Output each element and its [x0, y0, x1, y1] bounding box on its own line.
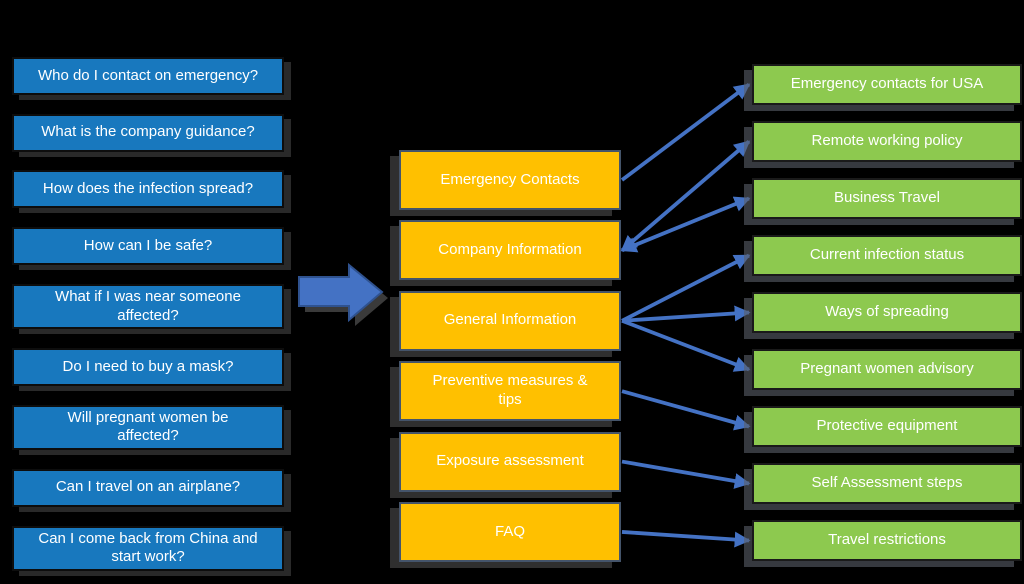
connector-arrow: [621, 253, 751, 323]
category-box: General Information: [399, 290, 621, 351]
flow-arrow-icon: [298, 262, 388, 326]
topic-box: Current infection status: [752, 235, 1022, 276]
connector-arrow: [621, 389, 751, 431]
question-box: How does the infection spread?: [12, 170, 284, 209]
question-box: Can I come back from China and start wor…: [12, 525, 284, 571]
topic-box: Self Assessment steps: [752, 463, 1022, 504]
topic-box-label: Emergency contacts for USA: [790, 75, 984, 93]
question-box: Do I need to buy a mask?: [12, 347, 284, 386]
question-box: Will pregnant women be affected?: [12, 404, 284, 451]
question-box: What is the company guidance?: [12, 113, 284, 152]
topic-box: Protective equipment: [752, 406, 1022, 447]
topic-box-label: Remote working policy: [811, 132, 963, 150]
connector-arrow: [621, 319, 751, 372]
category-box-label: Company Information: [438, 241, 582, 259]
category-box-label: Preventive measures & tips: [432, 372, 588, 409]
topics-column: Emergency contacts for USA Remote working…: [752, 64, 1022, 561]
question-box-label: What if I was near someone affected?: [55, 287, 241, 324]
topic-box-label: Ways of spreading: [825, 303, 949, 321]
question-box-label: What is the company guidance?: [41, 123, 255, 141]
topic-box-label: Self Assessment steps: [811, 474, 963, 492]
question-box: What if I was near someone affected?: [12, 283, 284, 330]
category-box-label: Emergency Contacts: [440, 170, 580, 188]
question-box-label: Can I travel on an airplane?: [55, 478, 241, 496]
topic-box: Travel restrictions: [752, 520, 1022, 561]
topic-box-label: Business Travel: [834, 189, 940, 207]
category-box: FAQ: [399, 501, 621, 562]
connector-arrow: [620, 140, 751, 252]
questions-column: Who do I contact on emergency? What is th…: [12, 57, 284, 571]
topic-box: Business Travel: [752, 178, 1022, 219]
question-box: Who do I contact on emergency?: [12, 57, 284, 95]
connector-arrow: [621, 530, 751, 548]
connector-arrow: [621, 305, 751, 323]
question-box-label: Can I come back from China and start wor…: [38, 529, 258, 566]
topic-box: Emergency contacts for USA: [752, 64, 1022, 105]
question-box-label: Will pregnant women be affected?: [67, 408, 229, 445]
topic-box: Ways of spreading: [752, 292, 1022, 333]
category-box-label: General Information: [443, 311, 577, 329]
category-box: Preventive measures & tips: [399, 361, 621, 422]
topic-box-label: Current infection status: [809, 246, 965, 264]
connector-arrow: [620, 196, 751, 253]
connector-arrow: [621, 459, 751, 489]
topic-box-label: Pregnant women advisory: [800, 360, 974, 378]
topic-box-label: Travel restrictions: [828, 531, 946, 549]
category-box: Company Information: [399, 220, 621, 281]
category-box: Exposure assessment: [399, 431, 621, 492]
topic-box: Remote working policy: [752, 121, 1022, 162]
question-box-label: How can I be safe?: [83, 236, 213, 254]
topic-box: Pregnant women advisory: [752, 349, 1022, 390]
question-box: How can I be safe?: [12, 227, 284, 266]
category-box: Emergency Contacts: [399, 150, 621, 210]
topic-box-label: Protective equipment: [816, 417, 958, 435]
category-box-label: Exposure assessment: [436, 452, 584, 470]
category-box-label: FAQ: [494, 522, 525, 540]
connector-arrow: [620, 82, 751, 182]
question-box-label: Who do I contact on emergency?: [37, 66, 259, 84]
question-box: Can I travel on an airplane?: [12, 468, 284, 507]
question-box-label: Do I need to buy a mask?: [62, 357, 234, 375]
question-box-label: How does the infection spread?: [42, 180, 254, 197]
